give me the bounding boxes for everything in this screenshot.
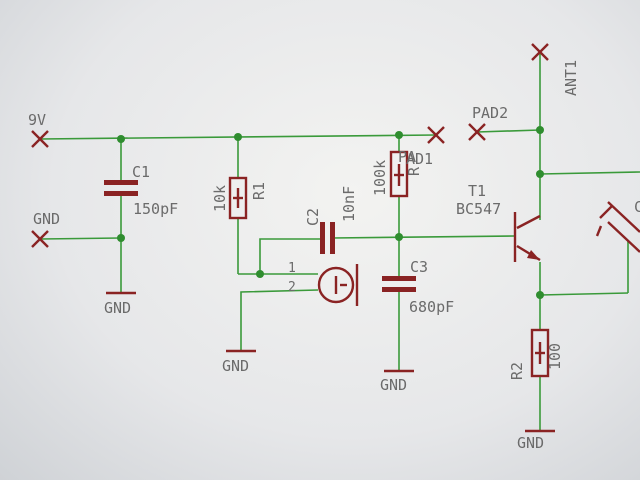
junction-dot [395, 233, 403, 241]
label-c2-name: C2 [304, 208, 322, 226]
label-r2-value: 100 [546, 343, 564, 370]
pads [31, 43, 549, 248]
microphone-symbol [317, 264, 359, 306]
label-ant1: ANT1 [562, 60, 580, 96]
pad-pad1-cross [427, 126, 445, 144]
junction-dot [117, 135, 125, 143]
label-pin2: 2 [288, 280, 296, 295]
label-gnd-c3: GND [380, 376, 407, 394]
label-t1-type: BC547 [456, 200, 501, 218]
junction-dot [536, 126, 544, 134]
wire-mic-pin2 [240, 289, 319, 350]
text-labels: 9V GND C1 150pF GND 10k R1 C2 10nF 1 2 G… [28, 60, 640, 452]
capacitor-c3 [382, 276, 416, 292]
resistor-r3 [389, 150, 409, 198]
label-trimmer: C [634, 198, 640, 216]
label-c1-value: 150pF [133, 200, 178, 218]
junction-dot [117, 234, 125, 242]
label-t1-name: T1 [468, 182, 486, 200]
wire-c2-right [331, 235, 516, 239]
junction-dot [256, 270, 264, 278]
junctions [117, 126, 544, 299]
ground-symbols [106, 291, 555, 433]
label-r1-value: 10k [211, 185, 229, 212]
capacitor-c1 [104, 180, 138, 196]
pad-9v-cross [31, 130, 49, 148]
wires [39, 54, 640, 430]
label-r2-name: R2 [508, 362, 526, 380]
label-pad1: AD1 [406, 150, 433, 168]
pad-ant1-cross [531, 43, 549, 61]
label-supply: 9V [28, 111, 46, 129]
label-r1-name: R1 [250, 182, 268, 200]
label-c1-name: C1 [132, 163, 150, 181]
capacitor-c2 [320, 222, 335, 254]
junction-dot [234, 133, 242, 141]
junction-dot [536, 170, 544, 178]
label-c3-value: 680pF [409, 298, 454, 316]
wire-c2-left [259, 238, 322, 274]
label-pad1-alt: PA [398, 148, 416, 166]
label-c3-name: C3 [410, 258, 428, 276]
junction-dot [395, 131, 403, 139]
pad-gnd-cross [31, 230, 49, 248]
label-gnd-input: GND [33, 210, 60, 228]
label-c2-value: 10nF [340, 186, 358, 222]
label-gnd-c1: GND [104, 299, 131, 317]
wire-trimmer-top [539, 171, 640, 175]
resistor-r2 [530, 328, 550, 378]
label-pad2: PAD2 [472, 104, 508, 122]
junction-dot [536, 291, 544, 299]
label-r3-name: R [405, 166, 423, 176]
label-gnd-r2: GND [517, 434, 544, 452]
resistor-r1 [228, 176, 248, 220]
pad-pad2-cross [468, 123, 486, 141]
transistor-t1 [513, 212, 541, 262]
wire-gnd-input [39, 237, 122, 240]
wire-pad2 [476, 129, 541, 133]
label-pin1: 1 [288, 261, 296, 276]
trimmer-capacitor [595, 201, 640, 253]
label-gnd-mic: GND [222, 357, 249, 375]
label-r3-value: 100k [371, 160, 389, 196]
wire-trimmer-bottom [539, 292, 629, 296]
